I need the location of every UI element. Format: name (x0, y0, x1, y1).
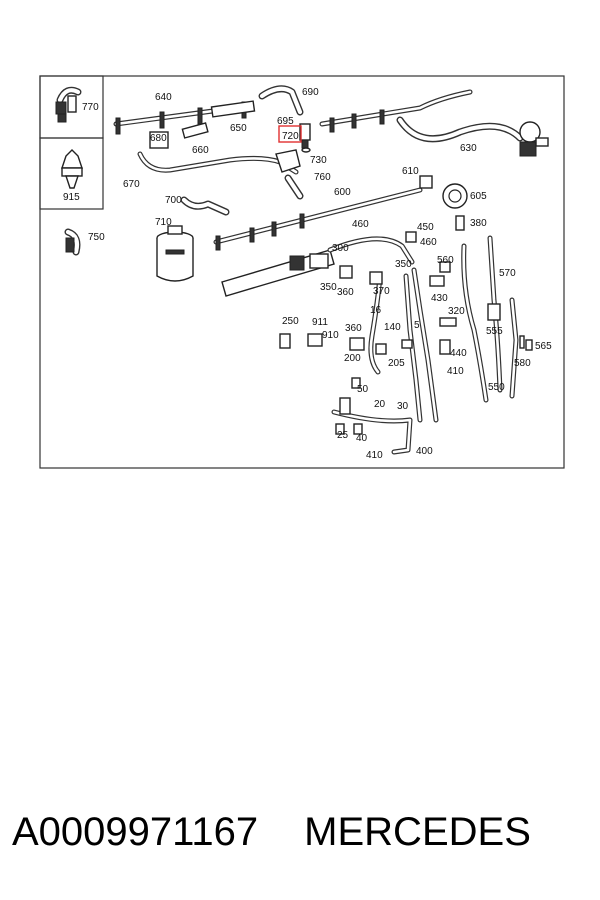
callout-300: 300 (332, 243, 349, 254)
callout-320: 320 (448, 306, 465, 317)
callout-911: 911 (312, 317, 328, 328)
callout-770: 770 (82, 102, 99, 113)
callout-710: 710 (155, 217, 172, 228)
line-670-drawing (137, 149, 304, 200)
callout-400: 400 (416, 446, 433, 457)
callout-460-b: 460 (420, 237, 437, 248)
callout-200: 200 (344, 353, 361, 364)
clamp-605-drawing (442, 183, 468, 209)
highlight-box-720 (278, 125, 302, 143)
callout-555: 555 (486, 326, 503, 337)
callout-50: 50 (357, 384, 369, 395)
callout-5: 5 (414, 320, 420, 331)
callout-20: 20 (374, 399, 386, 410)
callout-360-a: 360 (337, 287, 354, 298)
callout-580: 580 (514, 358, 531, 369)
callout-350-a: 350 (320, 282, 337, 293)
inset-box-915 (39, 137, 104, 210)
hose-690-drawing (258, 85, 311, 153)
part-caption: A0009971167 MERCEDES (12, 802, 592, 862)
clamp-750-drawing (64, 228, 81, 256)
callout-695: 695 (277, 116, 294, 127)
callout-140: 140 (384, 322, 401, 333)
callout-630: 630 (460, 143, 477, 154)
callout-30: 30 (397, 401, 409, 412)
callout-760: 760 (314, 172, 331, 183)
callout-700: 700 (165, 195, 182, 206)
clamp-770-drawing (55, 86, 82, 123)
callout-450: 450 (417, 222, 434, 233)
callout-640: 640 (155, 92, 172, 103)
callout-670: 670 (123, 179, 140, 190)
central-hoses-drawing (327, 235, 519, 455)
callout-380: 380 (470, 218, 487, 229)
callout-910: 910 (322, 330, 339, 341)
callout-360-b: 360 (345, 323, 362, 334)
brand-name: MERCEDES (304, 809, 531, 854)
callout-730: 730 (310, 155, 327, 166)
callout-250: 250 (282, 316, 299, 327)
callout-680: 680 (150, 133, 167, 144)
fuel-rail-600-drawing (213, 187, 423, 251)
callout-430: 430 (431, 293, 448, 304)
fuel-filter-710-drawing (156, 225, 194, 282)
hose-700-drawing (180, 196, 230, 216)
callout-350-b: 350 (395, 259, 412, 270)
fuel-rail-630-drawing (319, 89, 549, 157)
callout-660: 660 (192, 145, 209, 156)
callout-550: 550 (488, 382, 505, 393)
clip-915-drawing (61, 149, 83, 189)
callout-370: 370 (373, 286, 390, 297)
callout-720: 720 (282, 131, 299, 142)
callout-750: 750 (88, 232, 105, 243)
callout-690: 690 (302, 87, 319, 98)
callout-570: 570 (499, 268, 516, 279)
callout-565: 565 (535, 341, 552, 352)
callout-560: 560 (437, 255, 454, 266)
callout-610: 610 (402, 166, 419, 177)
callout-205: 205 (388, 358, 405, 369)
callout-25: 25 (337, 430, 349, 441)
callout-410-a: 410 (447, 366, 464, 377)
small-parts-drawing (279, 175, 533, 435)
callout-605: 605 (470, 191, 487, 202)
callout-440: 440 (450, 348, 467, 359)
part-number: A0009971167 (12, 809, 259, 854)
callout-600: 600 (334, 187, 351, 198)
callout-16: 16 (370, 305, 382, 316)
callout-650: 650 (230, 123, 247, 134)
callout-40: 40 (356, 433, 368, 444)
callout-410-b: 410 (366, 450, 383, 461)
callout-915: 915 (63, 192, 80, 203)
rail-300-drawing (221, 249, 335, 297)
fuel-rail-640-drawing (113, 100, 256, 149)
callout-460-a: 460 (352, 219, 369, 230)
